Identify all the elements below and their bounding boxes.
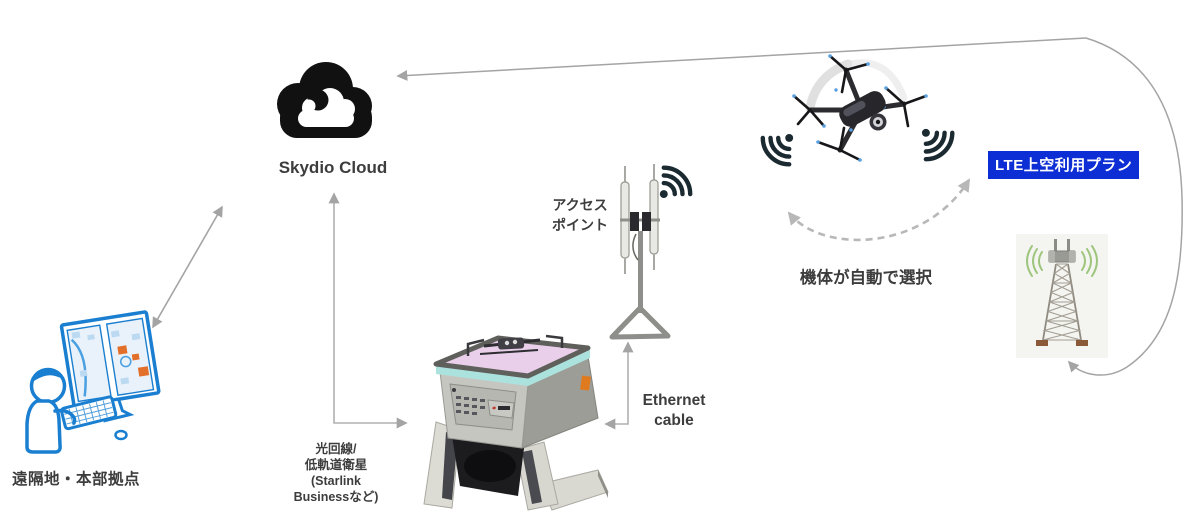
lte-plan-badge: LTE上空利用プラン [988, 151, 1140, 179]
access-point-label: アクセス ポイント [552, 197, 608, 233]
connector-curve-to-tower [1067, 37, 1183, 376]
wifi-icon-drone-left [760, 133, 794, 167]
operator-workstation-icon [25, 310, 161, 454]
person [25, 367, 77, 454]
optical-line-label: 光回線/ 低軌道衛星 (Starlink Businessなど) [293, 442, 379, 504]
connector-lte-to-cloud [396, 37, 1087, 81]
lte-tower-icon [1016, 234, 1108, 358]
wifi-icon-drone-right [921, 128, 955, 162]
auto-select-label: 機体が自動で選択 [800, 269, 932, 287]
access-point-icon [609, 164, 671, 340]
wifi-icon-access-point [659, 165, 693, 199]
connector-ethernet [604, 341, 634, 430]
ethernet-label: Ethernet cable [642, 392, 706, 429]
cloud-label: Skydio Cloud [278, 158, 388, 177]
connector-operator-cloud [152, 205, 223, 329]
skydio-cloud-icon [277, 62, 372, 138]
dock-icon [423, 334, 609, 511]
mouse [114, 429, 128, 441]
drone-icon [792, 54, 928, 162]
operator-label: 遠隔地・本部拠点 [12, 471, 141, 488]
connector-autoselect-arc [787, 178, 971, 242]
connector-optical-line [328, 192, 408, 429]
